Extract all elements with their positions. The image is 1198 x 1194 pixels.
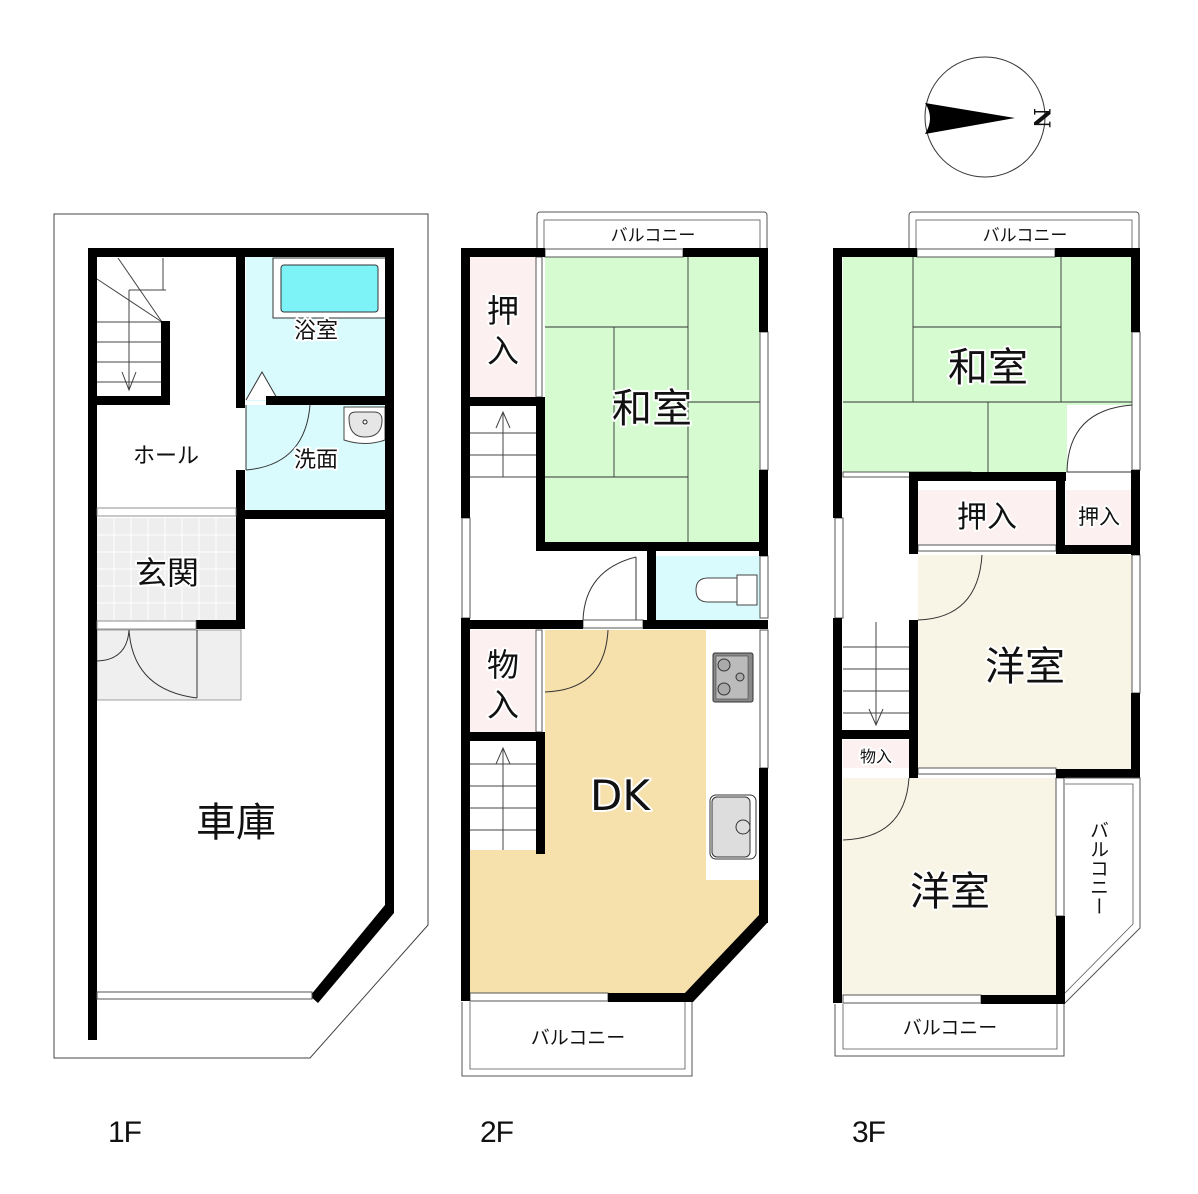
kitchen-sink-icon (709, 794, 757, 860)
floor-label-2f: 2F (480, 1116, 514, 1149)
room-label-youshitsu-3f-1: 洋室 (985, 644, 1065, 690)
staircase-2f-upper (470, 410, 536, 478)
room-label-garage: 車庫 (196, 800, 276, 846)
room-label-closet-2f-char1: 押 (487, 292, 519, 330)
youshitsu-3f-1 (918, 555, 1132, 770)
room-label-closet-3f-small: 押入 (1078, 505, 1120, 529)
storage-2f (470, 630, 536, 732)
sink-icon (343, 406, 386, 444)
room-label-closet-3f-large: 押入 (957, 500, 1017, 535)
entrance-tile (96, 518, 242, 701)
north-label: N (1028, 108, 1054, 128)
youshitsu-3f-2 (843, 778, 1056, 995)
floor-2f: バルコニー (461, 211, 769, 1077)
staircase-2f-lower (470, 743, 536, 850)
closet-2f (470, 257, 536, 397)
toilet-icon (695, 574, 758, 606)
tatami-lines-2f (545, 257, 760, 547)
walls-2f (461, 248, 768, 1002)
room-label-closet-2f-char2: 入 (487, 332, 519, 370)
dk-room (470, 630, 760, 993)
tatami-lines-3f (843, 257, 1132, 472)
room-label-entrance: 玄関 (135, 554, 199, 592)
balcony-label-2f-top: バルコニー (611, 226, 696, 246)
walls-1f (88, 248, 394, 1040)
stove-icon (712, 652, 754, 703)
room-label-storage-2f-char1: 物 (487, 646, 519, 684)
closet-3f-small (1066, 490, 1132, 545)
balcony-label-3f-bottom: バルコニー (903, 1017, 998, 1039)
north-arrow-icon (925, 103, 1015, 134)
floor-1f: 浴室 洗面 ホール 玄関 車庫 (53, 213, 429, 1059)
balcony-label-2f-bottom: バルコニー (531, 1027, 626, 1049)
compass: N (924, 56, 1054, 178)
room-label-washroom: 洗面 (294, 448, 338, 473)
room-label-washitsu-3f: 和室 (948, 345, 1028, 391)
floor-label-3f: 3F (852, 1116, 886, 1149)
room-label-storage-2f-char2: 入 (487, 686, 519, 724)
staircase-3f (843, 622, 909, 727)
room-label-washitsu-2f: 和室 (612, 386, 692, 432)
site-boundary (53, 213, 429, 1059)
walls-3f (833, 248, 1140, 1004)
floor-3f: バルコニー (833, 211, 1141, 1057)
balcony-label-3f-side: バルコニー (1087, 821, 1109, 916)
room-label-dk: DK (590, 771, 651, 820)
storage-3f (843, 740, 909, 768)
balcony-label-3f-top: バルコニー (983, 226, 1068, 246)
floor-label-1f: 1F (108, 1116, 142, 1149)
room-label-storage-3f: 物入 (860, 747, 892, 766)
closet-3f-large (918, 490, 1056, 545)
room-label-bath: 浴室 (294, 319, 338, 344)
room-label-hall: ホール (133, 444, 199, 469)
room-label-youshitsu-3f-2: 洋室 (910, 869, 990, 915)
staircase-1f (96, 257, 166, 392)
